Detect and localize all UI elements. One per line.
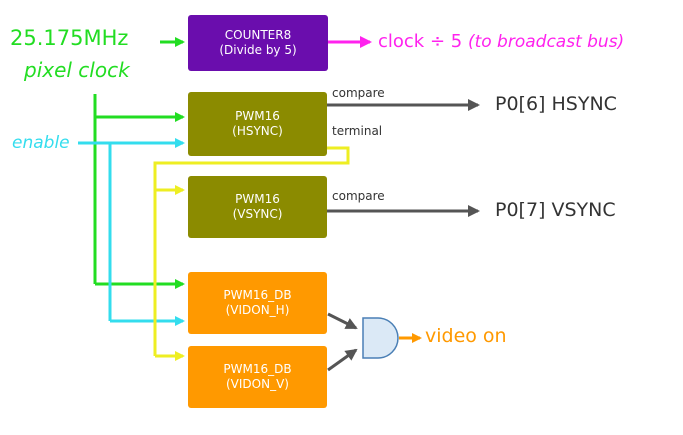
pwm-vidon-h-block: PWM16_DB (VIDON_H) bbox=[188, 272, 327, 334]
vsync-output-label: P0[7] VSYNC bbox=[495, 199, 616, 221]
clock-frequency-label: 25.175MHz bbox=[10, 26, 129, 50]
terminal-label: terminal bbox=[332, 124, 383, 138]
counter8-title: COUNTER8 bbox=[224, 28, 292, 42]
clock-divided-output: clock ÷ 5 (to broadcast bus) bbox=[378, 31, 624, 52]
broadcast-bus-note: (to broadcast bus) bbox=[467, 32, 625, 52]
pixel-clock-label: pixel clock bbox=[24, 58, 130, 82]
pwm-vidon-h-title: PWM16_DB bbox=[223, 288, 292, 302]
clock-divided-label: clock ÷ 5 bbox=[378, 31, 463, 52]
vidon-h-to-gate-arrow bbox=[327, 312, 358, 330]
pwm-hsync-block: PWM16 (HSYNC) bbox=[188, 92, 327, 156]
pwm-vsync-block: PWM16 (VSYNC) bbox=[188, 176, 327, 238]
hsync-compare-label: compare bbox=[332, 86, 385, 100]
vidon-v-to-gate-arrow bbox=[327, 348, 358, 372]
counter8-block: COUNTER8 (Divide by 5) bbox=[188, 15, 328, 71]
enable-label: enable bbox=[12, 133, 70, 153]
terminal-line bbox=[153, 146, 350, 356]
hsync-output-label: P0[6] HSYNC bbox=[495, 93, 617, 115]
counter8-subtitle: (Divide by 5) bbox=[219, 43, 297, 57]
and-gate bbox=[362, 317, 399, 359]
pwm-vidon-v-title: PWM16_DB bbox=[223, 362, 292, 376]
pwm-vidon-v-block: PWM16_DB (VIDON_V) bbox=[188, 346, 327, 408]
pwm-vsync-title: PWM16 bbox=[235, 192, 280, 206]
pwm-vidon-h-subtitle: (VIDON_H) bbox=[225, 303, 290, 317]
pwm-vidon-v-subtitle: (VIDON_V) bbox=[226, 377, 289, 391]
video-on-label: video on bbox=[425, 325, 507, 347]
pwm-vsync-subtitle: (VSYNC) bbox=[232, 207, 283, 221]
pwm-hsync-subtitle: (HSYNC) bbox=[232, 124, 283, 138]
pwm-hsync-title: PWM16 bbox=[235, 109, 280, 123]
vsync-compare-label: compare bbox=[332, 189, 385, 203]
